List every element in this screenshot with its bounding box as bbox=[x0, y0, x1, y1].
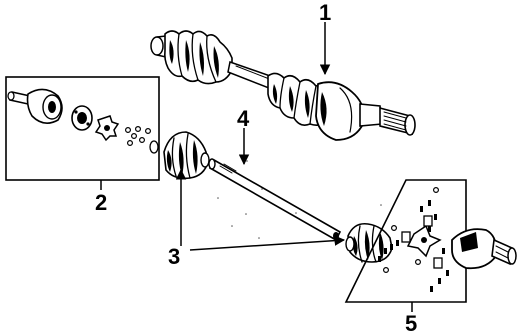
outer-joint-kit bbox=[344, 179, 517, 303]
callout-5: 5 bbox=[405, 311, 417, 334]
outer-cv-housing bbox=[315, 81, 366, 141]
inner-joint-kit-frame bbox=[5, 76, 160, 181]
leader-line-3b bbox=[189, 235, 346, 251]
callout-4: 4 bbox=[237, 106, 250, 131]
axle-shaft bbox=[208, 158, 342, 242]
callout-2: 2 bbox=[95, 190, 107, 215]
callout-1: 1 bbox=[319, 0, 331, 25]
inner-boot bbox=[163, 131, 210, 180]
outer-joint-kit-frame bbox=[344, 179, 467, 303]
axle-shaft-assembly bbox=[150, 30, 416, 141]
callout-3: 3 bbox=[168, 244, 180, 269]
inner-boot-left bbox=[164, 30, 233, 85]
inner-joint-kit bbox=[5, 76, 160, 181]
